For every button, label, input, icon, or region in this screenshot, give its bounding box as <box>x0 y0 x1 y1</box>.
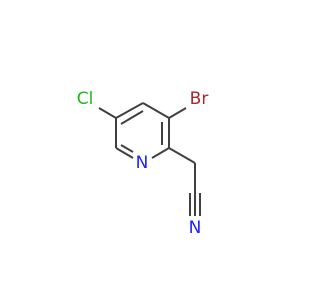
atom-labels: Cl Br N N <box>77 89 209 238</box>
structure-canvas: Cl Br N N <box>77 89 209 238</box>
nitrile-nitrogen-label: N <box>189 218 202 238</box>
bond-c4-c3 <box>142 102 170 119</box>
bromine-label: Br <box>190 89 209 109</box>
molecule-diagram: Cl Br N N <box>77 89 209 238</box>
bond-c3-br <box>168 107 187 119</box>
ring-nitrogen-label: N <box>136 153 149 173</box>
bond-n1-c6-double <box>120 144 134 153</box>
bonds <box>98 102 201 216</box>
bond-c2-n1 <box>151 147 170 159</box>
bond-n1-c6 <box>115 147 134 159</box>
bond-c5-c4-double <box>120 110 144 125</box>
bond-c5-cl <box>98 107 117 119</box>
bond-c2-ch2 <box>168 147 196 164</box>
bond-c5-c4 <box>115 102 144 119</box>
chlorine-label: Cl <box>77 89 94 109</box>
